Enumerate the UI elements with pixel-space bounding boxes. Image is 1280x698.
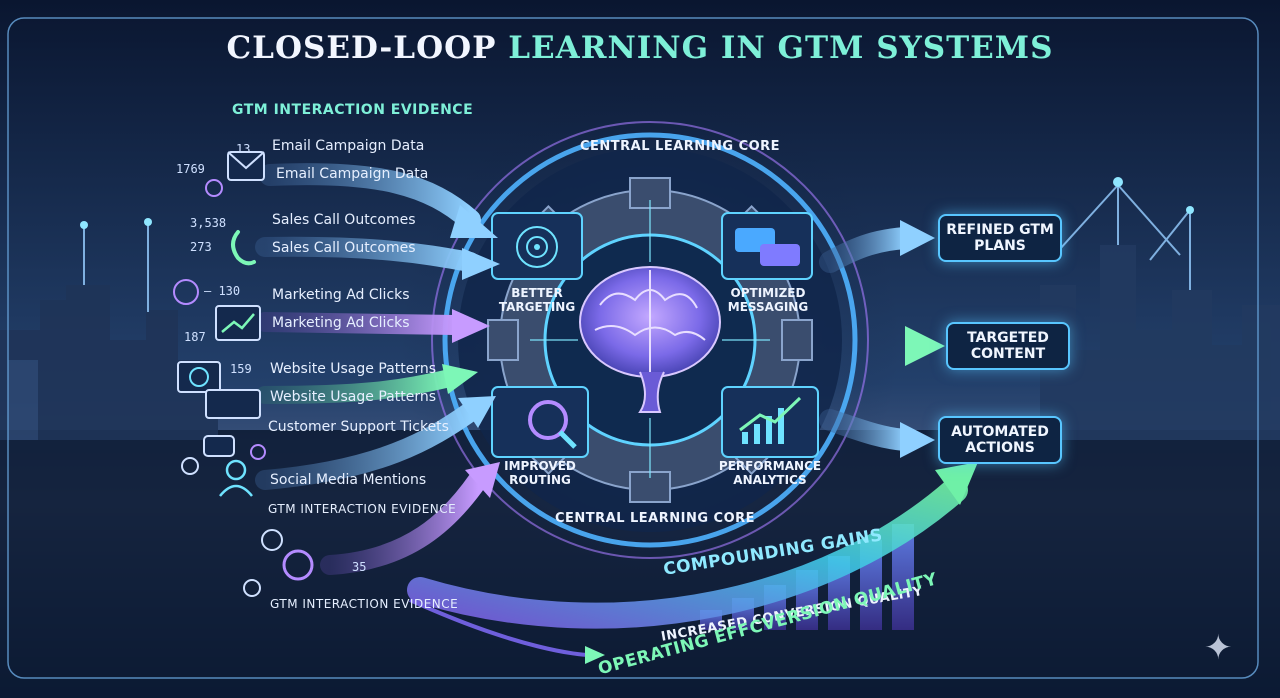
- metric-35: 35: [352, 560, 367, 574]
- page-title: CLOSED-LOOP LEARNING IN GTM SYSTEMS: [0, 30, 1280, 66]
- panel-messaging: [721, 212, 813, 280]
- avatar-icon: [173, 279, 199, 305]
- input-arrows: [255, 163, 500, 575]
- support-label: Customer Support Tickets: [268, 419, 449, 435]
- chat-bubble-icon: [203, 435, 266, 460]
- sales-label-top: Sales Call Outcomes: [272, 212, 416, 228]
- metric-273: 273: [190, 240, 212, 254]
- sparkle-icon: ✦: [1204, 628, 1233, 668]
- metric-13: 13.: [236, 142, 258, 156]
- panel-targeting: [491, 212, 583, 280]
- gains-arrow: [407, 462, 978, 664]
- title-part-1: CLOSED-LOOP: [226, 30, 497, 66]
- core-label-bottom: Central Learning Core: [554, 511, 756, 526]
- marketing-label: Marketing Ad Clicks: [272, 315, 410, 331]
- metric-187: 187: [184, 330, 206, 344]
- title-part-2: LEARNING IN: [508, 30, 766, 66]
- envelope-icon: [227, 151, 265, 181]
- title-part-3: GTM: [777, 30, 865, 66]
- panel-analytics: [721, 386, 819, 458]
- website-label: Website Usage Patterns: [270, 389, 436, 405]
- title-part-4: SYSTEMS: [876, 30, 1054, 66]
- panel-targeting-label: Better Targeting: [498, 286, 576, 314]
- panel-routing: [491, 386, 589, 458]
- output-automated-actions: Automated Actions: [938, 416, 1062, 464]
- evidence-label-bottom: GTM Interaction Evidence: [270, 597, 459, 611]
- phone-icon: [231, 230, 256, 266]
- email-label-top: Email Campaign Data: [272, 138, 425, 154]
- left-antenna: [83, 222, 149, 312]
- sales-label: Sales Call Outcomes: [272, 240, 416, 256]
- panel-analytics-label: Performance Analytics: [718, 459, 822, 487]
- website-label-top: Website Usage Patterns: [270, 361, 436, 377]
- output-arrows: [819, 220, 945, 458]
- globe-monitor-icon: [177, 361, 261, 419]
- chart-monitor-icon: [215, 305, 261, 341]
- user-icon: [205, 179, 223, 197]
- user-group-icon: [181, 457, 314, 597]
- metric-3538: 3,538: [190, 216, 227, 230]
- brain-icon: [579, 266, 721, 413]
- marketing-label-top: Marketing Ad Clicks: [272, 287, 410, 303]
- output-refined-plans: Refined GTM Plans: [938, 214, 1062, 262]
- panel-messaging-label: Optimized Messaging: [727, 286, 809, 314]
- email-label: Email Campaign Data: [276, 166, 429, 182]
- core-label-top: Central Learning Core: [580, 139, 781, 154]
- output-targeted-content: Targeted Content: [946, 322, 1070, 370]
- metric-159: 159: [230, 362, 252, 376]
- evidence-label-mid: GTM Interaction Evidence: [268, 502, 457, 516]
- inputs-header: GTM Interaction Evidence: [232, 102, 474, 118]
- metric-1769: 1769: [176, 162, 205, 176]
- left-skyline: [0, 285, 218, 440]
- metric-130: — 130: [204, 284, 241, 298]
- social-label: Social Media Mentions: [270, 472, 427, 488]
- panel-routing-label: Improved Routing: [504, 459, 576, 487]
